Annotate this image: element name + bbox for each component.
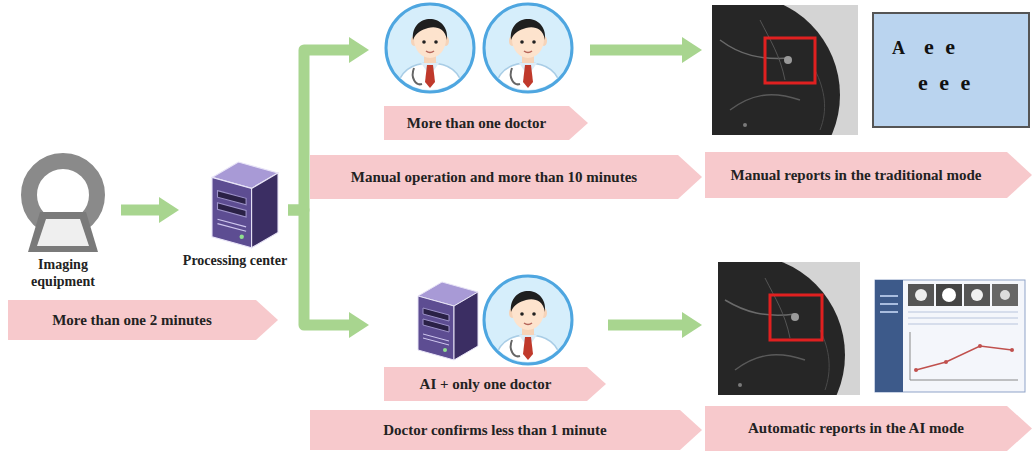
node-label: Imaging equipment (5, 256, 121, 290)
time-band: Manual operation and more than 10 minute… (310, 155, 702, 199)
band-label: Automatic reports in the AI mode (705, 406, 1007, 451)
flow-line (608, 320, 684, 331)
band-arrow: AI + only one doctor (384, 367, 606, 401)
band-arrow-fill (705, 152, 1032, 198)
band-arrow-fill (310, 155, 702, 199)
report-glyph: A (892, 31, 908, 65)
band-label: More than one 2 minutes (8, 300, 256, 340)
report-glyph: e e (924, 30, 958, 64)
ai-doctor-group: AI + only one doctor (372, 275, 608, 403)
band-arrow: More than one doctor (384, 106, 588, 140)
arrow-head (349, 37, 369, 63)
node-label: Processing center (182, 252, 288, 269)
band-arrow-fill (310, 410, 702, 450)
band-label: Doctor confirms less than 1 minute (310, 410, 680, 450)
doctor-group: More than one doctor (372, 2, 590, 142)
arrow-head (682, 37, 702, 63)
band-label: AI + only one doctor (384, 367, 587, 401)
band-arrow: Manual reports in the traditional mode (705, 152, 1032, 198)
report-group: Automatic reports in the AI mode (705, 255, 1032, 452)
processing-center: Processing center (182, 158, 288, 295)
flow-arrow (288, 210, 369, 338)
band-arrow-fill (384, 106, 588, 140)
time-band: Doctor confirms less than 1 minute (310, 410, 702, 450)
flow-line (590, 45, 684, 56)
flow-line (288, 210, 351, 325)
flow-arrow (590, 37, 702, 63)
time-band: More than one 2 minutes (8, 300, 278, 340)
report-glyph: e e e (918, 66, 973, 100)
band-arrow-fill (384, 367, 606, 401)
flow-arrow (608, 312, 702, 338)
imaging-equipment: Imaging equipment (5, 150, 121, 295)
band-arrow: Automatic reports in the AI mode (705, 406, 1032, 451)
manual-report-box: Ae ee e e (872, 12, 1030, 128)
flow-arrow (121, 197, 179, 223)
band-label: Manual reports in the traditional mode (705, 152, 1007, 198)
band-label: Manual operation and more than 10 minute… (310, 155, 678, 199)
band-arrow-fill (705, 406, 1032, 451)
arrow-head (682, 312, 702, 338)
flow-line (121, 205, 161, 216)
band-arrow-fill (8, 300, 278, 340)
arrow-head (159, 197, 179, 223)
arrow-head (349, 312, 369, 338)
band-label: More than one doctor (384, 106, 569, 140)
report-group: Manual reports in the traditional mode Ae… (705, 2, 1032, 200)
